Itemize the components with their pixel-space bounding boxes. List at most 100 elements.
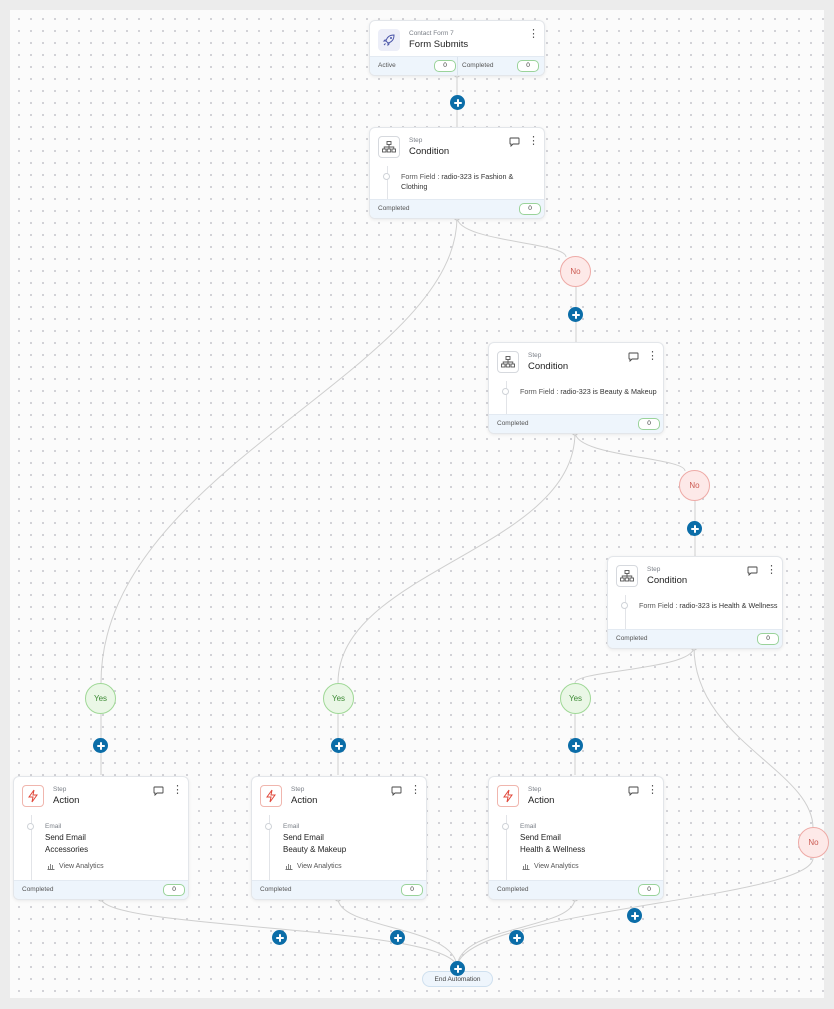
add-step-button[interactable] (272, 930, 287, 945)
timeline-line (506, 815, 507, 881)
action-header: Step Action ⋮ (489, 777, 663, 815)
view-analytics-link[interactable]: View Analytics (47, 862, 104, 870)
condition-footer: Completed 0 (608, 629, 782, 648)
action-node-2[interactable]: Step Action ⋮ Email Send Email Beauty & … (251, 776, 427, 900)
more-vertical-icon[interactable]: ⋮ (766, 564, 777, 576)
add-step-button[interactable] (450, 95, 465, 110)
add-step-button[interactable] (568, 738, 583, 753)
no-branch-1[interactable]: No (560, 256, 591, 287)
no-branch-3[interactable]: No (798, 827, 829, 858)
trigger-node[interactable]: Contact Form 7 Form Submits ⋮ Active 0 C… (369, 20, 545, 76)
timeline-dot (502, 388, 509, 395)
more-vertical-icon[interactable]: ⋮ (410, 784, 421, 796)
timeline-line (269, 815, 270, 881)
action-footer: Completed 0 (489, 880, 663, 899)
completed-label: Completed (497, 420, 529, 427)
comment-icon[interactable] (628, 352, 639, 362)
action-step-label: Step (528, 786, 542, 793)
lightning-icon (497, 785, 519, 807)
view-analytics-label: View Analytics (297, 862, 342, 870)
timeline-dot (621, 602, 628, 609)
completed-count-badge: 0 (638, 418, 660, 430)
condition-title: Condition (647, 575, 688, 586)
action-title: Action (291, 795, 318, 806)
action-title: Action (528, 795, 555, 806)
action-type-label: Email (45, 823, 62, 830)
lightning-icon (22, 785, 44, 807)
condition-step-label: Step (647, 566, 661, 573)
action-footer: Completed 0 (14, 880, 188, 899)
completed-count-badge: 0 (757, 633, 779, 645)
comment-icon[interactable] (153, 786, 164, 796)
add-step-button[interactable] (390, 930, 405, 945)
yes-label: Yes (568, 694, 583, 703)
edge-condition2-to-no (574, 431, 686, 472)
add-step-button[interactable] (627, 908, 642, 923)
action-line-1: Send Email (45, 833, 86, 842)
edge-condition3-to-yes3 (574, 646, 695, 684)
action-node-3[interactable]: Step Action ⋮ Email Send Email Health & … (488, 776, 664, 900)
condition-body: Form Field : radio-323 is Fashion & Clot… (370, 166, 544, 200)
active-label: Active (378, 62, 396, 69)
add-step-button[interactable] (687, 521, 702, 536)
lightning-icon (260, 785, 282, 807)
action-line-1: Send Email (520, 833, 561, 842)
timeline-dot (265, 823, 272, 830)
condition-header: Step Condition ⋮ (608, 557, 782, 595)
sitemap-icon (378, 136, 400, 158)
workflow-canvas[interactable]: Contact Form 7 Form Submits ⋮ Active 0 C… (10, 10, 829, 998)
field-rule: radio-323 is Fashion & Clothing (401, 172, 514, 191)
more-vertical-icon[interactable]: ⋮ (647, 350, 658, 362)
comment-icon[interactable] (747, 566, 758, 576)
condition-title: Condition (409, 146, 450, 157)
action-type-label: Email (283, 823, 300, 830)
add-step-button[interactable] (331, 738, 346, 753)
action-header: Step Action ⋮ (14, 777, 188, 815)
no-label: No (808, 838, 819, 847)
yes-label: Yes (93, 694, 108, 703)
view-analytics-link[interactable]: View Analytics (522, 862, 579, 870)
comment-icon[interactable] (628, 786, 639, 796)
action-footer: Completed 0 (252, 880, 426, 899)
completed-count-badge: 0 (517, 60, 539, 72)
condition-node-3[interactable]: Step Condition ⋮ Form Field : radio-323 … (607, 556, 783, 649)
more-vertical-icon[interactable]: ⋮ (172, 784, 183, 796)
bar-chart-icon (47, 864, 55, 870)
add-step-button[interactable] (568, 307, 583, 322)
completed-label: Completed (462, 62, 494, 69)
add-step-button[interactable] (93, 738, 108, 753)
condition-rule-text: Form Field : radio-323 is Health & Welln… (639, 601, 779, 611)
condition-node-2[interactable]: Step Condition ⋮ Form Field : radio-323 … (488, 342, 664, 434)
edge-condition3-to-no3 (693, 646, 814, 829)
edge-condition1-to-no (456, 216, 567, 258)
timeline-line (387, 166, 388, 200)
timeline-line (625, 595, 626, 630)
yes-branch-3[interactable]: Yes (560, 683, 591, 714)
comment-icon[interactable] (391, 786, 402, 796)
yes-branch-2[interactable]: Yes (323, 683, 354, 714)
condition-node-1[interactable]: Step Condition ⋮ Form Field : radio-323 … (369, 127, 545, 219)
add-step-button[interactable] (509, 930, 524, 945)
trigger-footer: Active 0 Completed 0 (370, 56, 544, 75)
add-step-button[interactable] (450, 961, 465, 976)
sitemap-icon (616, 565, 638, 587)
completed-label: Completed (260, 886, 292, 893)
completed-count-badge: 0 (401, 884, 423, 896)
comment-icon[interactable] (509, 137, 520, 147)
more-vertical-icon[interactable]: ⋮ (528, 135, 539, 147)
view-analytics-link[interactable]: View Analytics (285, 862, 342, 870)
field-label: Form Field : (401, 172, 440, 181)
more-vertical-icon[interactable]: ⋮ (528, 28, 539, 40)
yes-branch-1[interactable]: Yes (85, 683, 116, 714)
condition-footer: Completed 0 (489, 414, 663, 433)
no-label: No (570, 267, 581, 276)
action-node-1[interactable]: Step Action ⋮ Email Send Email Accessori… (13, 776, 189, 900)
condition-header: Step Condition ⋮ (370, 128, 544, 166)
action-body: Email Send Email Accessories View Analyt… (14, 815, 188, 881)
completed-count-badge: 0 (638, 884, 660, 896)
no-branch-2[interactable]: No (679, 470, 710, 501)
more-vertical-icon[interactable]: ⋮ (647, 784, 658, 796)
timeline-line (506, 381, 507, 415)
active-count-badge: 0 (434, 60, 456, 72)
action-title: Action (53, 795, 80, 806)
